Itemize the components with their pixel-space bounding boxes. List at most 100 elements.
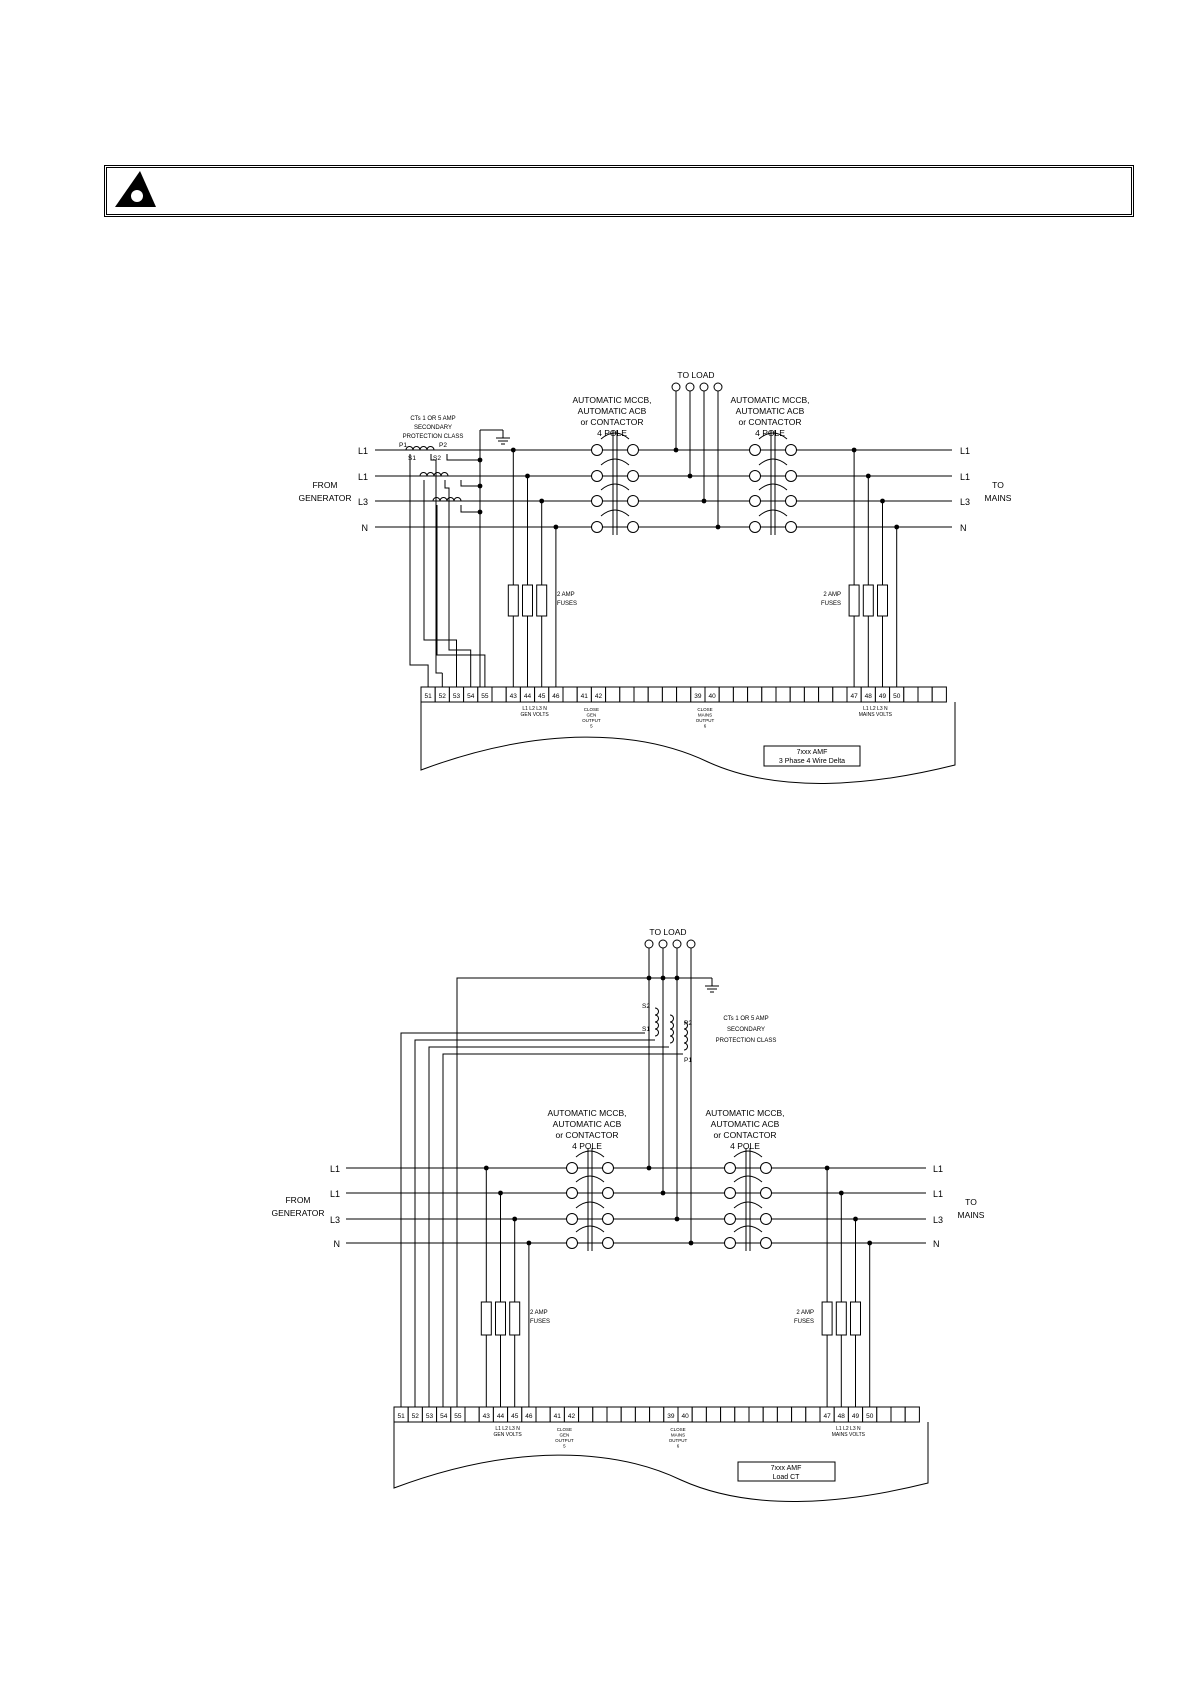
contact-circle: [627, 470, 639, 482]
line-label-right: N: [960, 523, 967, 533]
terminal-block: [718, 686, 734, 703]
mains-volts-label: MAINS VOLTS: [859, 712, 893, 718]
close-gen-label: CLOSE: [584, 707, 599, 712]
contact-arc: [758, 458, 788, 466]
ct-term: S2: [642, 1003, 650, 1010]
from-generator-label: GENERATOR: [271, 1208, 324, 1218]
terminal-block: [605, 686, 621, 703]
to-load-label: TO LOAD: [649, 927, 686, 937]
close-mains-label: CLOSE: [670, 1427, 685, 1432]
ct-coil: [683, 1021, 688, 1051]
wire: [460, 480, 480, 487]
terminal-number: 52: [439, 693, 447, 700]
terminal-number: 55: [481, 693, 489, 700]
breaker-label: 4 POLE: [730, 1141, 760, 1151]
terminal-number: 40: [681, 1413, 689, 1420]
load-terminal: [644, 939, 654, 949]
breaker-label: or CONTACTOR: [581, 417, 644, 427]
terminal-number: 49: [879, 693, 887, 700]
contact-circle: [724, 1162, 736, 1174]
terminal-number: 50: [893, 693, 901, 700]
line-label-left: L1: [330, 1164, 340, 1174]
terminal-block: [776, 1406, 793, 1423]
close-gen-label: GEN: [560, 1433, 570, 1438]
contact-arc: [733, 1150, 763, 1158]
contact-arc: [575, 1225, 605, 1233]
contact-circle: [724, 1213, 736, 1225]
contact-arc: [758, 483, 788, 491]
terminal-block: [620, 1406, 636, 1423]
fuse: [821, 1301, 833, 1336]
terminal-block: [761, 686, 777, 703]
load-terminal: [713, 382, 723, 392]
terminal-block: [832, 686, 848, 703]
close-gen-label: GEN: [587, 713, 597, 718]
wire: [460, 505, 480, 513]
terminal-number: 40: [708, 693, 716, 700]
terminal-block: [619, 686, 635, 703]
breaker-label: 4 POLE: [572, 1141, 602, 1151]
load-terminal: [672, 939, 682, 949]
terminal-number: 46: [552, 693, 560, 700]
load-terminal: [686, 939, 696, 949]
contact-arc: [575, 1150, 605, 1158]
fuse: [877, 584, 888, 617]
contact-circle: [724, 1237, 736, 1249]
title-box-text: 7xxx AMF: [797, 749, 828, 756]
terminal-number: 48: [865, 693, 873, 700]
ct-term: S1: [642, 1026, 650, 1033]
line-label-left: L1: [358, 472, 368, 482]
warning-banner: [104, 165, 1134, 217]
contact-circle: [785, 470, 797, 482]
contact-circle: [566, 1237, 578, 1249]
junction-dot: [701, 498, 707, 504]
ct-coil: [654, 1007, 659, 1037]
terminal-number: 52: [412, 1413, 420, 1420]
gen-volts-label: GEN VOLTS: [493, 1432, 522, 1438]
breaker-label: AUTOMATIC ACB: [736, 406, 805, 416]
ct-term: S1: [408, 455, 416, 462]
contact-circle: [602, 1237, 614, 1249]
ct-term: S2: [433, 455, 441, 462]
fuse: [495, 1301, 506, 1336]
contact-circle: [566, 1213, 578, 1225]
ct-label: SECONDARY: [414, 425, 452, 431]
junction-dot: [646, 975, 652, 981]
breaker-label: 4 POLE: [755, 428, 785, 438]
terminal-block: [917, 686, 933, 703]
close-mains-label: MAINS: [698, 713, 712, 718]
contact-circle: [591, 495, 603, 507]
terminal-number: 43: [510, 693, 518, 700]
terminal-block: [705, 1406, 722, 1423]
line-label-right: L1: [960, 472, 970, 482]
terminal-sub: L1 L2 L3 N: [836, 1426, 861, 1432]
breaker-label: AUTOMATIC MCCB,: [705, 1108, 784, 1118]
terminal-sub: L1 L2 L3 N: [863, 706, 888, 712]
line-label-right: N: [933, 1239, 940, 1249]
close-mains-label: MAINS: [671, 1433, 685, 1438]
wire: [444, 480, 472, 687]
terminal-block: [633, 686, 649, 703]
terminal-block: [876, 1406, 892, 1423]
fuse: [835, 1301, 847, 1336]
close-gen-label: CLOSE: [557, 1427, 572, 1432]
junction-dot: [715, 524, 721, 530]
contact-arc: [733, 1225, 763, 1233]
breaker-label: or CONTACTOR: [739, 417, 802, 427]
breaker-label: AUTOMATIC MCCB,: [547, 1108, 626, 1118]
ct-coil-l2: [419, 472, 449, 477]
junction-dot: [674, 975, 680, 981]
fuse: [507, 584, 519, 617]
warning-triangle-icon: [115, 171, 156, 207]
load-terminal: [685, 382, 695, 392]
terminal-number: 47: [823, 1413, 831, 1420]
line-label-left: L3: [358, 497, 368, 507]
gen-volts-label: GEN VOLTS: [520, 712, 549, 718]
breaker-label: 4 POLE: [597, 428, 627, 438]
terminal-number: 53: [426, 1413, 434, 1420]
contact-circle: [566, 1162, 578, 1174]
junction-dot: [477, 483, 483, 489]
terminal-block: [803, 686, 820, 703]
close-mains-label: CLOSE: [697, 707, 712, 712]
to-mains-label: TO: [965, 1197, 977, 1207]
